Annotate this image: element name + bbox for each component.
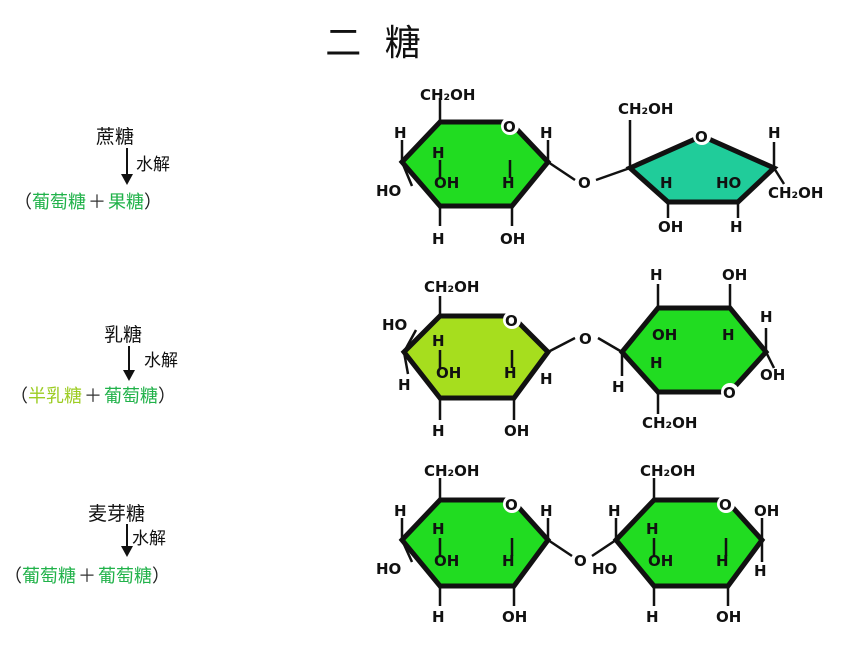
atom-label: HO [592, 560, 617, 578]
galactose-ring [400, 313, 552, 401]
atom-label: CH₂OH [768, 184, 823, 202]
atom-label: OH [436, 364, 461, 382]
atom-label: O [719, 496, 732, 514]
atom-label: OH [434, 552, 459, 570]
atom-label: O [574, 552, 587, 570]
atom-label: OH [434, 174, 459, 192]
atom-label: H [540, 502, 553, 520]
atom-label: OH [722, 266, 747, 284]
atom-label: O [579, 330, 592, 348]
atom-label: H [540, 370, 553, 388]
atom-label: OH [500, 230, 525, 248]
hydrolysis-arrow [121, 148, 133, 185]
sugar-name-lactose: 乳糖 [104, 324, 143, 346]
product: 葡萄糖 [22, 566, 76, 587]
atom-label: H [502, 174, 515, 192]
atom-label: OH [760, 366, 785, 384]
atom-label: O [505, 312, 518, 330]
atom-label: H [504, 364, 517, 382]
page-title: 二 糖 [325, 23, 427, 64]
atom-label: OH [504, 422, 529, 440]
atom-label: H [650, 354, 663, 372]
atom-label: H [646, 520, 659, 538]
product: 葡萄糖 [98, 566, 152, 587]
atom-label: H [730, 218, 743, 236]
product: 半乳糖 [28, 386, 82, 407]
atom-label: H [432, 422, 445, 440]
atom-label: CH₂OH [640, 462, 695, 480]
atom-label: CH₂OH [420, 86, 475, 104]
atom-label: H [650, 266, 663, 284]
product: 葡萄糖 [104, 386, 158, 407]
atom-label: HO [376, 182, 401, 200]
atom-label: OH [648, 552, 673, 570]
product: 果糖 [108, 192, 144, 213]
hydrolysis-label: 水解 [132, 529, 166, 549]
atom-label: O [723, 384, 736, 402]
atom-label: H [432, 332, 445, 350]
atom-label: H [722, 326, 735, 344]
atom-label: OH [652, 326, 677, 344]
atom-label: H [612, 378, 625, 396]
glucose-ring [618, 305, 770, 395]
products-lactose: （半乳糖＋葡萄糖） [10, 386, 176, 407]
product: 葡萄糖 [32, 192, 86, 213]
hydrolysis-label: 水解 [136, 155, 170, 175]
atom-label: H [398, 376, 411, 394]
glucose-ring [398, 119, 552, 209]
fructose-ring [625, 133, 779, 205]
atom-label: HO [376, 560, 401, 578]
atom-label: H [608, 502, 621, 520]
atom-label: H [768, 124, 781, 142]
atom-label: H [660, 174, 673, 192]
atom-label: OH [658, 218, 683, 236]
atom-label: CH₂OH [642, 414, 697, 432]
atom-label: O [505, 496, 518, 514]
atom-label: O [503, 118, 516, 136]
hydrolysis-label: 水解 [144, 351, 178, 371]
atom-label: H [540, 124, 553, 142]
atom-label: H [394, 124, 407, 142]
hydrolysis-arrow [123, 346, 135, 381]
atom-label: CH₂OH [424, 278, 479, 296]
atom-label: H [646, 608, 659, 626]
atom-label: CH₂OH [618, 100, 673, 118]
atom-label: H [432, 144, 445, 162]
atom-label: H [502, 552, 515, 570]
atom-label: H [432, 608, 445, 626]
atom-label: H [754, 562, 767, 580]
atom-label: H [432, 520, 445, 538]
atom-label: O [695, 128, 708, 146]
atom-label: H [394, 502, 407, 520]
sugar-name-maltose: 麦芽糖 [88, 503, 146, 525]
atom-label: OH [716, 608, 741, 626]
atom-label: H [432, 230, 445, 248]
atom-label: OH [502, 608, 527, 626]
atom-label: H [760, 308, 773, 326]
products-sucrose: （葡萄糖＋果糖） [14, 192, 162, 213]
atom-label: HO [382, 316, 407, 334]
atom-label: O [578, 174, 591, 192]
sugar-name-sucrose: 蔗糖 [96, 126, 135, 148]
atom-label: CH₂OH [424, 462, 479, 480]
atom-label: HO [716, 174, 741, 192]
atom-label: OH [754, 502, 779, 520]
products-maltose: （葡萄糖＋葡萄糖） [4, 566, 170, 587]
glucose-ring [612, 497, 766, 589]
atom-label: H [716, 552, 729, 570]
glucose-ring [398, 497, 552, 589]
hydrolysis-arrow [121, 524, 133, 557]
